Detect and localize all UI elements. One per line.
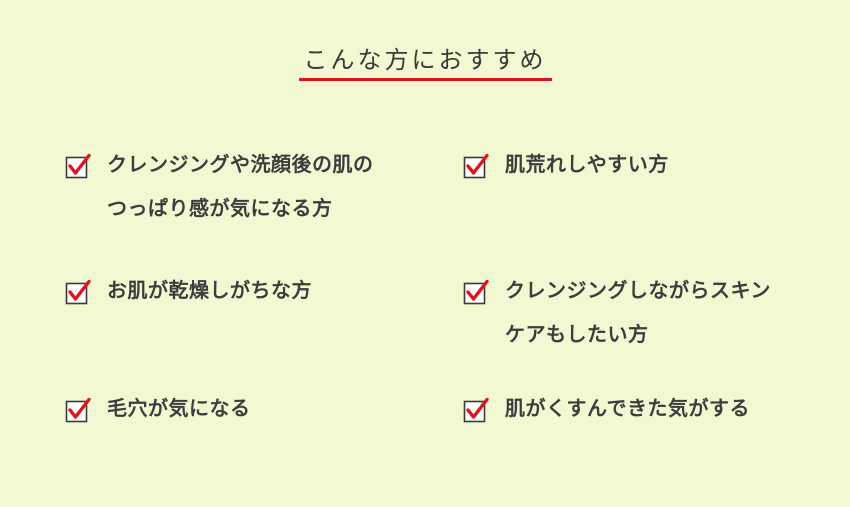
list-item-text: クレンジングや洗顔後の肌の つっぱり感が気になる方 xyxy=(107,142,374,230)
list-item-line: 毛穴が気になる xyxy=(107,396,251,420)
checkbox-checked-icon xyxy=(463,279,489,305)
checkbox-checked-icon xyxy=(65,397,91,423)
list-item-text: 肌荒れしやすい方 xyxy=(505,142,669,186)
list-item: 肌荒れしやすい方 xyxy=(463,149,833,186)
list-item: お肌が乾燥しがちな方 xyxy=(65,275,445,312)
title-wrap: こんな方におすすめ xyxy=(0,44,850,81)
checkbox-checked-icon xyxy=(65,279,91,305)
checkbox-checked-icon xyxy=(65,153,91,179)
list-item-text: お肌が乾燥しがちな方 xyxy=(107,268,312,312)
list-item-line: ケアもしたい方 xyxy=(505,322,649,346)
list-item: 肌がくすんできた気がする xyxy=(463,393,833,430)
list-item-text: クレンジングしながらスキン ケアもしたい方 xyxy=(505,268,771,356)
list-item-line: クレンジングしながらスキン xyxy=(505,278,771,302)
list-item-line: 肌がくすんできた気がする xyxy=(505,396,750,420)
list-item: 毛穴が気になる xyxy=(65,393,445,430)
checkbox-checked-icon xyxy=(463,153,489,179)
checkbox-checked-icon xyxy=(463,397,489,423)
page-title: こんな方におすすめ xyxy=(298,44,552,81)
list-item-line: クレンジングや洗顔後の肌の xyxy=(107,152,374,176)
list-item-text: 肌がくすんできた気がする xyxy=(505,386,750,430)
list-item: クレンジングしながらスキン ケアもしたい方 xyxy=(463,275,833,356)
list-item-line: 肌荒れしやすい方 xyxy=(505,152,669,176)
list-item-text: 毛穴が気になる xyxy=(107,386,251,430)
list-item-line: お肌が乾燥しがちな方 xyxy=(107,278,312,302)
list-item-line: つっぱり感が気になる方 xyxy=(107,196,333,220)
list-item: クレンジングや洗顔後の肌の つっぱり感が気になる方 xyxy=(65,149,445,230)
